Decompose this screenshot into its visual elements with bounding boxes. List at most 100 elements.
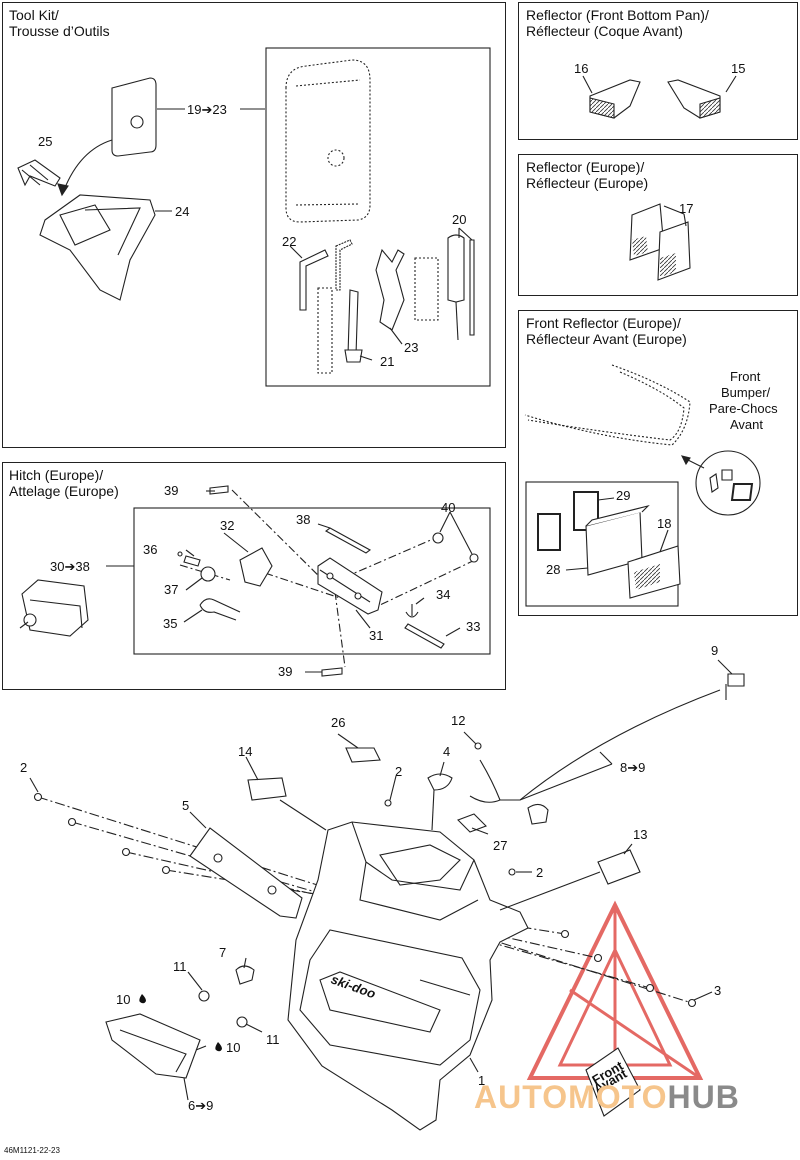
logo-plate-icon (319, 971, 441, 1033)
bumper-label-1: Front (730, 369, 761, 384)
multi-tool-icon (375, 248, 405, 331)
decal-27-icon (457, 813, 487, 833)
reflector-front-title-en: Reflector (Front Bottom Pan)/ (526, 7, 709, 23)
callout-11-top: 11 (173, 959, 187, 974)
reflector-front-panel: Reflector (Front Bottom Pan)/ Réflecteur… (518, 2, 798, 140)
pin-clip-icon (199, 598, 241, 621)
callout-28: 28 (546, 562, 560, 577)
marker-light-icon (105, 1013, 201, 1079)
callout-18: 18 (657, 516, 671, 531)
tool-kit-title-fr: Trousse d’Outils (9, 23, 110, 39)
callout-30-38: 30➔38 (50, 559, 90, 574)
callout-36: 36 (143, 542, 157, 557)
callout-13: 13 (633, 827, 647, 842)
nut-upper-icon (198, 990, 210, 1002)
watermark-part-1: AUTO (474, 1079, 569, 1115)
bumper-label-4: Avant (730, 417, 763, 432)
hitch-pin-icon (404, 623, 445, 649)
callout-5: 5 (182, 798, 189, 813)
document-id: 46M1121-22-23 (4, 1146, 60, 1155)
bumper-label-3: Pare-Chocs (709, 401, 778, 416)
callout-17: 17 (679, 201, 693, 216)
harness-icon (479, 684, 727, 801)
pouch-large-icon (285, 59, 371, 223)
callout-2-right: 2 (536, 865, 543, 880)
callout-23: 23 (404, 340, 418, 355)
reflector-europe-drawing (629, 203, 691, 281)
callout-9: 9 (711, 643, 718, 658)
callout-20: 20 (452, 212, 466, 227)
bolt-top-icon (209, 485, 229, 495)
watermark-text: AUTOMOTOHUB (474, 1079, 740, 1116)
watermark-part-3: HUB (667, 1079, 740, 1115)
bulb-icon (235, 965, 255, 985)
callout-4: 4 (443, 744, 450, 759)
watermark-part-2: MOTO (568, 1079, 668, 1115)
bulb-socket-icon (527, 803, 549, 825)
callout-2-top: 2 (395, 764, 402, 779)
spark-plug-socket-icon (414, 257, 439, 321)
reflector-frame-b-icon (537, 513, 561, 551)
callout-labels: 19➔23 25 24 22 20 21 23 16 15 17 29 18 2… (20, 61, 778, 1113)
hitch-title-en: Hitch (Europe)/ (9, 467, 104, 483)
callout-31: 31 (369, 628, 383, 643)
tool-kit-drawing (17, 47, 491, 387)
front-cover-icon (287, 821, 529, 1131)
callout-33: 33 (466, 619, 480, 634)
front-bumper-icon (524, 364, 691, 446)
callout-2-left: 2 (20, 760, 27, 775)
screwdriver-icon (447, 234, 465, 303)
callout-32: 32 (220, 518, 234, 533)
callout-10-bottom: 10 (226, 1040, 240, 1055)
callout-35: 35 (163, 616, 177, 631)
nut-a-icon (432, 532, 444, 544)
drop-icon (215, 1042, 222, 1052)
hitch-bar-icon (324, 527, 372, 554)
callout-29: 29 (616, 488, 630, 503)
callout-24: 24 (175, 204, 189, 219)
reflector-europe-title-fr: Réflecteur (Europe) (526, 175, 649, 191)
reflector-europe-title: Reflector (Europe)/ Réflecteur (Europe) (526, 159, 648, 191)
callout-27: 27 (493, 838, 507, 853)
callout-25: 25 (38, 134, 52, 149)
front-label-icon (585, 1047, 641, 1117)
callout-15: 15 (731, 61, 745, 76)
callout-19-23: 19➔23 (187, 102, 227, 117)
callout-3: 3 (714, 983, 721, 998)
hex-key-small-icon (335, 239, 353, 291)
hitch-bracket-icon (317, 557, 383, 615)
callout-7: 7 (219, 945, 226, 960)
front-reflector-title: Front Reflector (Europe)/ Réflecteur Ava… (526, 315, 687, 347)
front-reflector-title-fr: Réflecteur Avant (Europe) (526, 331, 687, 347)
socket-icon (317, 287, 333, 374)
hitch-title: Hitch (Europe)/ Attelage (Europe) (9, 467, 119, 499)
callout-26: 26 (331, 715, 345, 730)
hitch-title-fr: Attelage (Europe) (9, 483, 119, 499)
callout-39-top: 39 (164, 483, 178, 498)
hitch-block-icon (239, 547, 273, 587)
callout-10-top: 10 (116, 992, 130, 1007)
hitch-ball-icon (200, 566, 216, 582)
bumper-label-2: Bumper/ (721, 385, 771, 400)
connector-icon (727, 673, 745, 687)
front-reflector-drawing (524, 364, 761, 607)
tool-kit-title-en: Tool Kit/ (9, 7, 59, 23)
decal-13-icon (597, 849, 641, 885)
reflector-front-title: Reflector (Front Bottom Pan)/ Réflecteur… (526, 7, 709, 39)
reflector-front-drawing (582, 75, 737, 119)
wrench-icon (347, 289, 359, 356)
callout-6-9: 6➔9 (188, 1098, 213, 1113)
callout-12: 12 (451, 713, 465, 728)
anchor-icon (405, 604, 419, 618)
reflector-europe-title-en: Reflector (Europe)/ (526, 159, 645, 175)
decal-26-icon (345, 747, 381, 763)
tool-kit-title: Tool Kit/ Trousse d’Outils (9, 7, 110, 39)
callout-8-9: 8➔9 (620, 760, 645, 775)
screwdriver-bit-icon (469, 239, 475, 336)
decal-14-icon (247, 777, 287, 801)
reflector-front-title-fr: Réflecteur (Coque Avant) (526, 23, 683, 39)
hitch-drawing (19, 485, 491, 677)
callout-1: 1 (478, 1073, 485, 1088)
callout-37: 37 (164, 582, 178, 597)
